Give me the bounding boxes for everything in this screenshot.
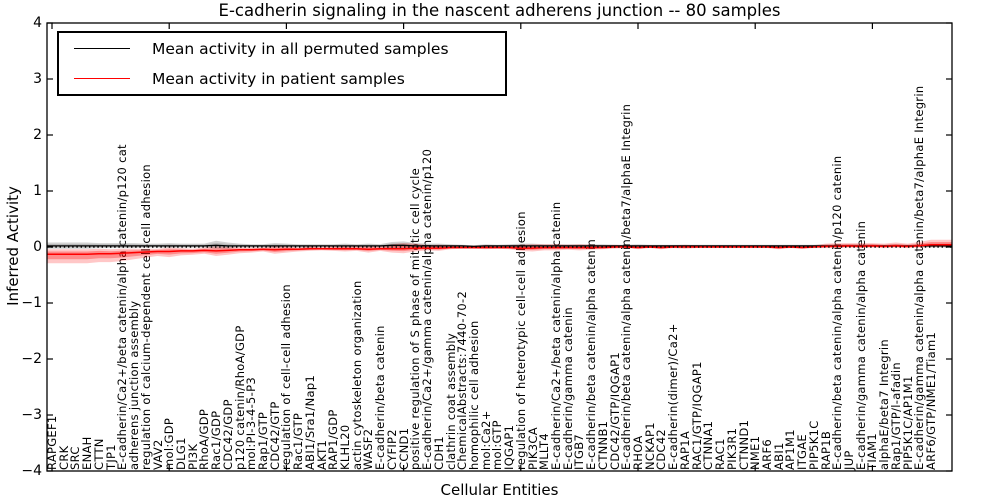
y-tick-label: −3 [21,407,42,423]
x-axis-label: Cellular Entities [440,481,559,499]
y-tick-label: −4 [21,463,42,479]
patient-mean-line [47,244,952,256]
y-tick-label: 0 [33,239,42,255]
legend: Mean activity in all permuted samples Me… [57,31,507,96]
y-tick-label: 4 [33,15,42,31]
permuted-mean-line [47,244,952,248]
legend-permuted-label: Mean activity in all permuted samples [152,39,449,58]
plot-frame [46,22,953,472]
y-tick-label: −1 [21,295,42,311]
y-tick-label: 3 [33,71,42,87]
patient-band-outer [47,239,952,264]
y-tick-label: 1 [33,183,42,199]
legend-entry-permuted: Mean activity in all permuted samples [59,36,505,62]
chart-title: E-cadherin signaling in the nascent adhe… [218,1,781,20]
legend-permuted-line-swatch [74,48,130,49]
legend-entry-patient: Mean activity in patient samples [59,66,505,92]
legend-patient-line-swatch [74,78,130,79]
legend-patient-label: Mean activity in patient samples [152,69,405,88]
y-tick-label: −2 [21,351,42,367]
y-tick-label: 2 [33,127,42,143]
